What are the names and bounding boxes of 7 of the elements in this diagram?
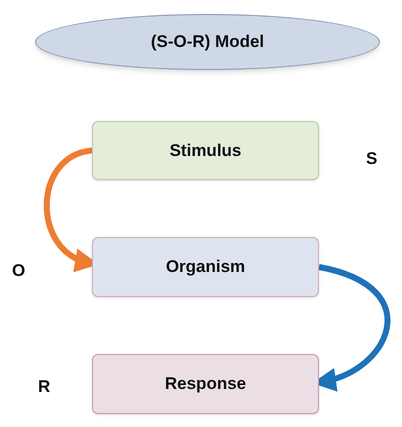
- side-label: R: [38, 376, 50, 398]
- side-label: O: [12, 260, 26, 282]
- title-ellipse: (S-O-R) Model: [35, 14, 380, 70]
- process-box: Response: [92, 354, 319, 414]
- side-label: S: [366, 148, 378, 170]
- process-box: Stimulus: [92, 121, 319, 180]
- process-box: Organism: [92, 237, 319, 297]
